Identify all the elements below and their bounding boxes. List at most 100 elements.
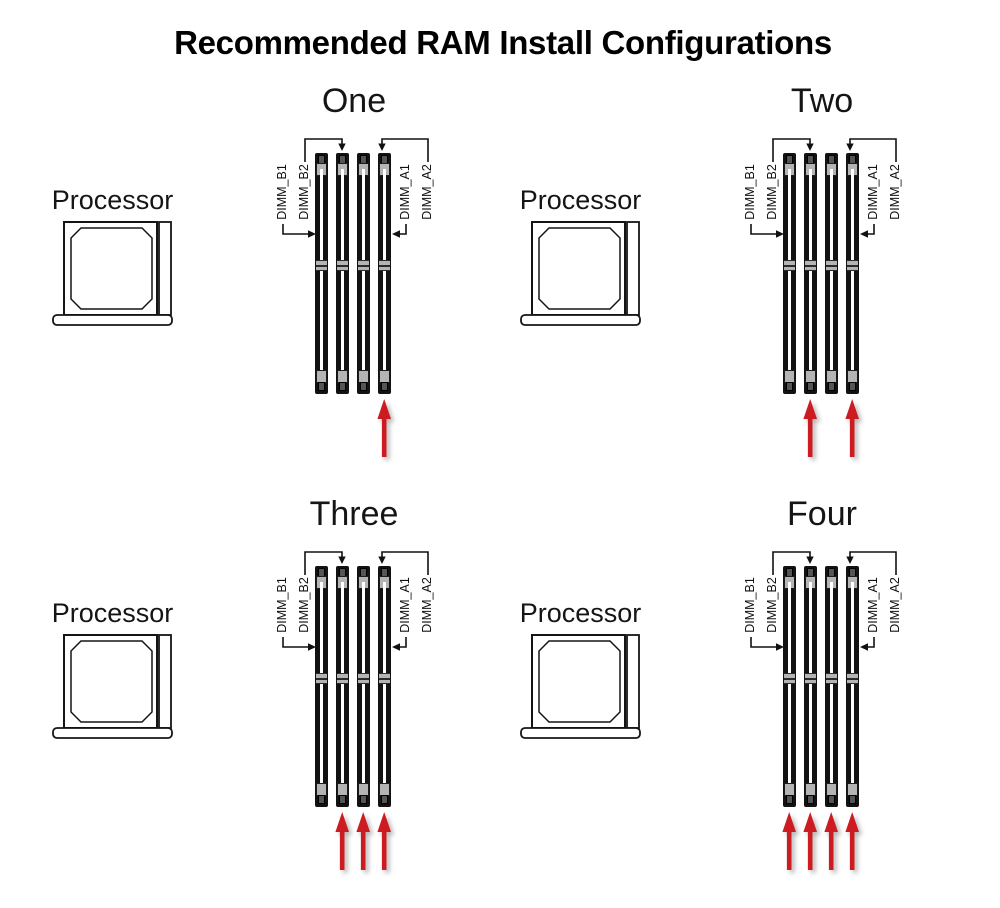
dimm-label-pointer-lines (750, 138, 897, 238)
slot-key-notch (337, 260, 348, 271)
processor-illustration (52, 221, 173, 326)
slot-channel (320, 169, 323, 376)
slot-channel (809, 169, 812, 376)
pointer-arrowhead-b2 (338, 556, 346, 564)
config-section-four: Four Processor DIMM_B1 DIMM_B2 DIMM_A1 D… (468, 493, 938, 893)
config-title: Two (790, 82, 854, 120)
pointer-arrowhead-b2 (338, 143, 346, 151)
slot-tab (786, 382, 793, 391)
slot-key-notch (379, 260, 390, 271)
slot-tab (360, 382, 367, 391)
pointer-arrowhead-a2 (378, 556, 386, 564)
dimm-slot-a1 (357, 566, 370, 807)
processor-label: Processor (519, 185, 642, 215)
dimm-slot-a1 (825, 566, 838, 807)
installed-ram-arrow-slot3 (356, 812, 370, 870)
installed-ram-arrow-slot4 (377, 812, 391, 870)
slot-channel (362, 169, 365, 376)
processor-lever (158, 634, 172, 729)
slot-tab (828, 795, 835, 804)
slot-channel (362, 582, 365, 789)
processor-illustration (520, 634, 641, 739)
processor-base (520, 314, 641, 326)
dimm-slot-b1 (783, 566, 796, 807)
processor-die (538, 227, 621, 310)
dimm-slot-a1 (357, 153, 370, 394)
pointer-arrowhead-b2 (806, 143, 814, 151)
slot-key-notch (805, 673, 816, 684)
slot-channel (341, 169, 344, 376)
slot-tab (339, 382, 346, 391)
slot-key-notch (316, 673, 327, 684)
dimm-slot-b2 (804, 153, 817, 394)
processor-illustration (520, 221, 641, 326)
slot-channel (788, 169, 791, 376)
slot-key-notch (358, 260, 369, 271)
dimm-slot-a2 (378, 153, 391, 394)
slot-tab (828, 382, 835, 391)
slot-key-notch (826, 673, 837, 684)
slot-key-notch (847, 673, 858, 684)
pointer-arrowhead-a1 (392, 230, 400, 238)
slot-key-notch (784, 260, 795, 271)
slot-key-notch (826, 260, 837, 271)
slot-key-notch (847, 260, 858, 271)
slot-tab (786, 795, 793, 804)
slot-channel (830, 169, 833, 376)
slot-channel (851, 582, 854, 789)
processor-die (70, 227, 153, 310)
slot-tab (849, 795, 856, 804)
slot-tab (339, 795, 346, 804)
dimm-slot-a2 (846, 153, 859, 394)
pointer-arrowhead-a2 (846, 556, 854, 564)
config-title: Four (787, 495, 857, 533)
processor-lever (158, 221, 172, 316)
slot-channel (788, 582, 791, 789)
dimm-slot-b2 (336, 153, 349, 394)
slot-key-notch (379, 673, 390, 684)
pointer-arrowhead-a1 (860, 643, 868, 651)
slot-tab (807, 382, 814, 391)
dimm-slot-a1 (825, 153, 838, 394)
dimm-slot-b2 (336, 566, 349, 807)
processor-label: Processor (51, 598, 174, 628)
installed-ram-arrow-slot2 (335, 812, 349, 870)
slot-tab (381, 795, 388, 804)
pointer-arrowhead-a1 (392, 643, 400, 651)
installed-ram-arrow-slot1 (782, 812, 796, 870)
processor-label: Processor (519, 598, 642, 628)
slot-tab (318, 795, 325, 804)
processor-lever (626, 221, 640, 316)
processor-base (52, 727, 173, 739)
pointer-arrowhead-a2 (378, 143, 386, 151)
dimm-slot-a2 (378, 566, 391, 807)
installed-ram-arrow-slot4 (377, 399, 391, 457)
slot-tab (849, 382, 856, 391)
config-title: One (321, 82, 387, 120)
installed-ram-arrow-slot4 (845, 812, 859, 870)
pointer-arrowhead-b1 (308, 643, 316, 651)
processor-base (52, 314, 173, 326)
dimm-label-pointer-lines (750, 551, 897, 651)
slot-channel (851, 169, 854, 376)
pointer-arrowhead-b1 (776, 230, 784, 238)
processor-base (520, 727, 641, 739)
config-title: Three (309, 495, 399, 533)
slot-channel (809, 582, 812, 789)
dimm-slot-b1 (783, 153, 796, 394)
slot-tab (318, 382, 325, 391)
pointer-arrowhead-b2 (806, 556, 814, 564)
installed-ram-arrow-slot2 (803, 399, 817, 457)
slot-key-notch (784, 673, 795, 684)
pointer-arrowhead-b1 (776, 643, 784, 651)
slot-tab (807, 795, 814, 804)
dimm-label-pointer-lines (282, 138, 429, 238)
slot-key-notch (805, 260, 816, 271)
dimm-slot-b1 (315, 153, 328, 394)
installed-ram-arrow-slot3 (824, 812, 838, 870)
dimm-label-pointer-lines (282, 551, 429, 651)
processor-die (538, 640, 621, 723)
processor-die (70, 640, 153, 723)
slot-tab (381, 382, 388, 391)
dimm-slot-b1 (315, 566, 328, 807)
